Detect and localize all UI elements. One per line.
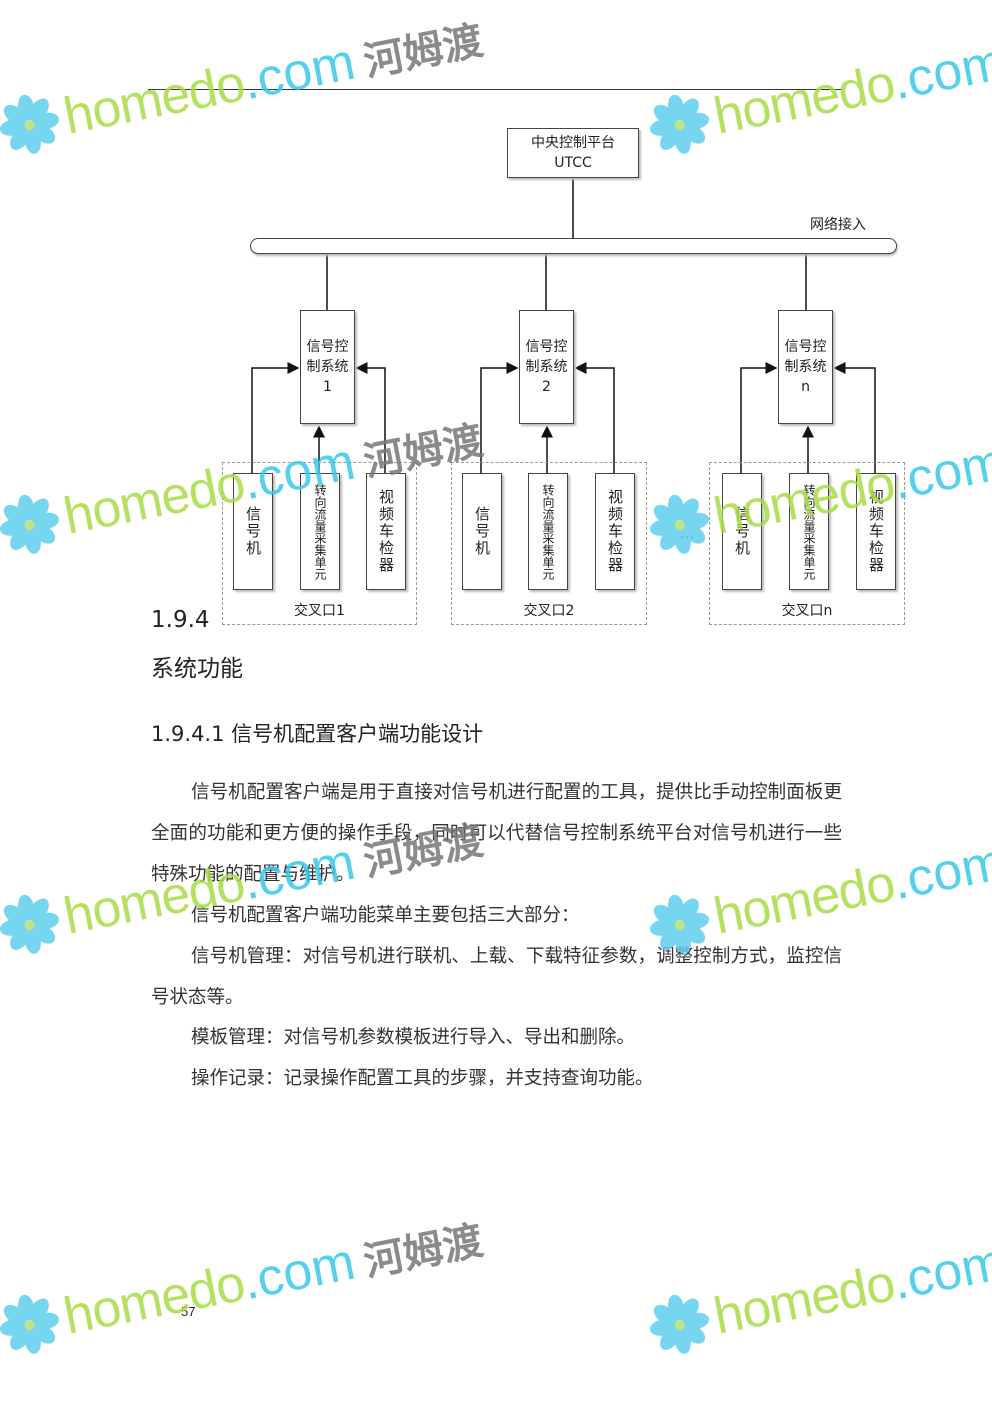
network-label: 网络接入 [810, 217, 866, 233]
watermark-domain: .com [887, 1232, 992, 1312]
flower-logo-icon [0, 1289, 65, 1359]
video-detector-box: 视频车检器 [366, 473, 406, 590]
header-rule [148, 89, 842, 90]
section-number: 1.9.4 [151, 607, 210, 633]
signal-box: 信号机 [722, 473, 762, 590]
video-detector-box: 视频车检器 [856, 473, 896, 590]
intersection-label: 交叉口n [781, 603, 833, 619]
system-label: 信号控制系统n [784, 339, 827, 395]
intersection-group: 交叉口n [709, 462, 905, 625]
signal-box: 信号机 [233, 473, 273, 590]
page-number: 57 [181, 1304, 196, 1319]
system-label: 信号控制系统1 [306, 339, 349, 395]
paragraph: 模板管理：对信号机参数模板进行导入、导出和删除。 [191, 1027, 636, 1048]
ellipsis: … [680, 526, 694, 542]
watermark-brand: homedo [709, 1254, 899, 1346]
subsection-title: 1.9.4.1 信号机配置客户端功能设计 [151, 722, 484, 746]
signal-control-system-box: 信号控制系统n [778, 310, 833, 424]
watermark-brand: homedo [59, 1254, 249, 1346]
flow-unit-box: 转向流量采集单元 [528, 473, 568, 590]
central-subtitle: UTCC [554, 155, 592, 171]
flow-unit-box: 转向流量采集单元 [300, 473, 340, 590]
intersection-label: 交叉口2 [523, 603, 575, 619]
watermark-domain: .com [887, 832, 992, 912]
flow-unit-box: 转向流量采集单元 [789, 473, 829, 590]
flower-logo-icon [0, 889, 65, 959]
watermark-cn: 河姆渡 [360, 1217, 487, 1286]
signal-control-system-box: 信号控制系统2 [519, 310, 574, 424]
paragraph: 信号机管理：对信号机进行联机、上载、下载特征参数，调整控制方式，监控信号状态等。 [151, 946, 842, 1008]
watermark-domain: .com [237, 1232, 360, 1312]
central-control-box: 中央控制平台 UTCC [507, 128, 639, 178]
intersection-label: 交叉口1 [294, 603, 345, 619]
signal-box: 信号机 [462, 473, 502, 590]
paragraph: 信号机配置客户端是用于直接对信号机进行配置的工具，提供比手动控制面板更全面的功能… [151, 782, 842, 885]
section-title: 系统功能 [151, 656, 243, 682]
paragraph: 操作记录：记录操作配置工具的步骤，并支持查询功能。 [191, 1068, 654, 1089]
flower-logo-icon [644, 1289, 714, 1359]
intersection-group: 交叉口1 [222, 462, 417, 625]
signal-control-system-box: 信号控制系统1 [300, 310, 355, 424]
central-title: 中央控制平台 [531, 135, 615, 151]
video-detector-box: 视频车检器 [595, 473, 635, 590]
system-label: 信号控制系统2 [525, 339, 568, 395]
diagram-connectors [251, 177, 876, 473]
network-bus [250, 238, 897, 254]
paragraph: 信号机配置客户端功能菜单主要包括三大部分： [191, 905, 580, 926]
intersection-group: 交叉口2 [451, 462, 647, 625]
